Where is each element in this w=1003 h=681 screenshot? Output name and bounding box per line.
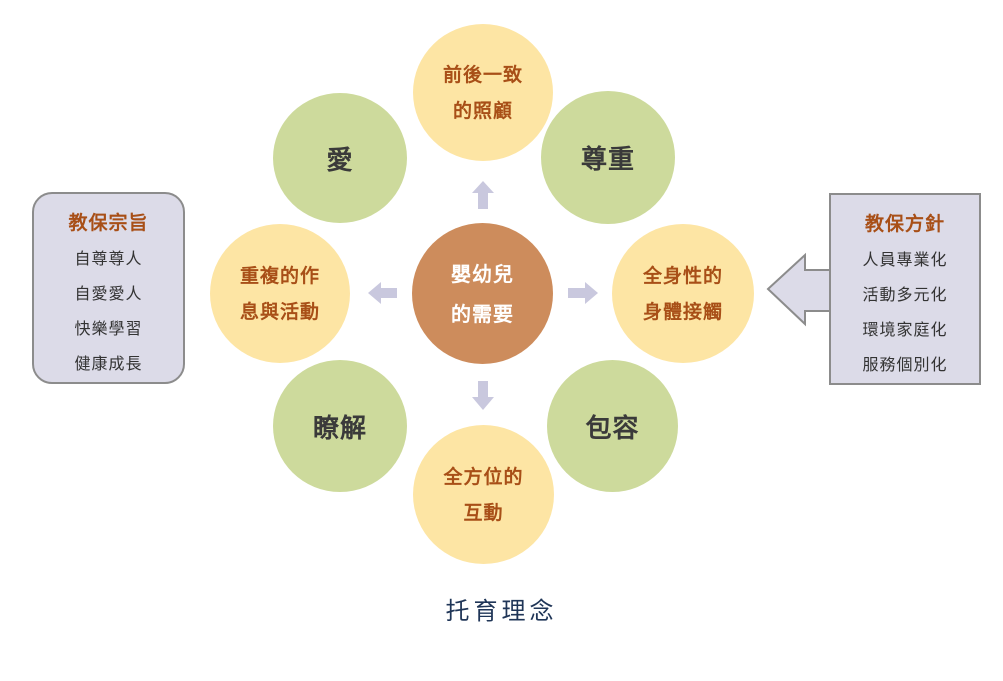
consistent-care-line-1: 前後一致 bbox=[442, 63, 523, 86]
interaction-line-1: 全方位的 bbox=[443, 465, 524, 488]
purpose-item: 自愛愛人 bbox=[74, 284, 143, 303]
policy-item: 活動多元化 bbox=[862, 285, 948, 304]
policy-panel: 教保方針 人員專業化 活動多元化 環境家庭化 服務個別化 bbox=[829, 193, 981, 385]
circle-body-touch: 全身性的 身體接觸 bbox=[612, 224, 754, 363]
policy-panel-title: 教保方針 bbox=[864, 213, 945, 235]
repeated-activities-line-2: 息與活動 bbox=[239, 300, 320, 323]
purpose-item: 自尊尊人 bbox=[74, 249, 143, 268]
circle-interaction: 全方位的 互動 bbox=[413, 425, 554, 564]
policy-item: 環境家庭化 bbox=[862, 320, 948, 339]
policy-item: 人員專業化 bbox=[862, 250, 948, 269]
circle-love-label: 愛 bbox=[326, 145, 354, 176]
repeated-activities-line-1: 重複的作 bbox=[239, 264, 320, 287]
circle-inclusion: 包容 bbox=[547, 360, 678, 492]
purpose-panel-title: 教保宗旨 bbox=[68, 212, 149, 234]
circle-respect-label: 尊重 bbox=[580, 145, 635, 175]
diagram-caption: 托育理念 bbox=[445, 597, 558, 625]
arrow-down bbox=[472, 381, 494, 410]
consistent-care-line-2: 的照顧 bbox=[452, 99, 513, 122]
circle-respect: 尊重 bbox=[541, 91, 675, 224]
circle-consistent-care: 前後一致 的照顧 bbox=[413, 24, 553, 161]
circle-understand-label: 瞭解 bbox=[312, 413, 367, 444]
circle-repeated-activities: 重複的作 息與活動 bbox=[210, 224, 350, 363]
center-line-1: 嬰幼兒 bbox=[451, 261, 514, 286]
circle-inclusion-label: 包容 bbox=[585, 413, 640, 444]
purpose-item: 健康成長 bbox=[74, 354, 143, 373]
body-touch-line-1: 全身性的 bbox=[642, 264, 723, 287]
circle-center-needs: 嬰幼兒 的需要 bbox=[412, 223, 553, 364]
interaction-line-2: 互動 bbox=[463, 501, 504, 524]
center-line-2: 的需要 bbox=[451, 301, 514, 326]
purpose-item: 快樂學習 bbox=[74, 319, 143, 338]
arrow-right bbox=[568, 282, 598, 304]
arrow-left bbox=[368, 282, 397, 304]
policy-arrow bbox=[766, 252, 832, 327]
circle-understand: 瞭解 bbox=[273, 360, 407, 492]
body-touch-line-2: 身體接觸 bbox=[642, 300, 723, 323]
purpose-panel: 教保宗旨 自尊尊人 自愛愛人 快樂學習 健康成長 bbox=[32, 192, 185, 384]
circle-love: 愛 bbox=[273, 93, 407, 223]
arrow-up bbox=[472, 181, 494, 209]
policy-item: 服務個別化 bbox=[862, 355, 948, 374]
